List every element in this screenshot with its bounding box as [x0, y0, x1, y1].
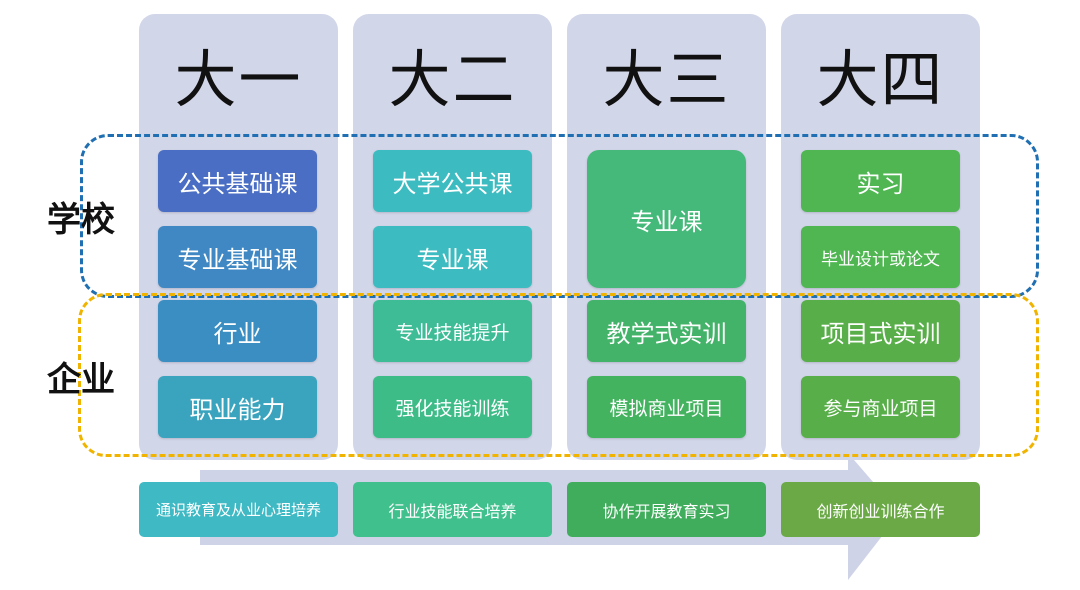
year-title-3: 大三: [602, 43, 731, 116]
row-label-enterprise: 企业: [47, 360, 115, 400]
enterprise-box-4-1: 项目式实训: [801, 300, 960, 362]
stage-box-4: 创新创业训练合作: [781, 482, 980, 537]
school-box-3-1: 专业课: [587, 150, 746, 288]
year-title-4: 大四: [816, 43, 945, 116]
enterprise-box-3-2: 模拟商业项目: [587, 376, 746, 438]
enterprise-box-1-2: 职业能力: [158, 376, 317, 438]
row-label-school: 学校: [47, 200, 115, 240]
stage-box-2: 行业技能联合培养: [353, 482, 552, 537]
school-box-4-2: 毕业设计或论文: [801, 226, 960, 288]
enterprise-box-2-2: 强化技能训练: [373, 376, 532, 438]
school-box-2-2: 专业课: [373, 226, 532, 288]
year-title-2: 大二: [388, 43, 517, 116]
enterprise-box-1-1: 行业: [158, 300, 317, 362]
enterprise-box-2-1: 专业技能提升: [373, 300, 532, 362]
year-title-1: 大一: [174, 43, 303, 116]
enterprise-box-4-2: 参与商业项目: [801, 376, 960, 438]
stage-box-1: 通识教育及从业心理培养: [139, 482, 338, 537]
school-box-1-2: 专业基础课: [158, 226, 317, 288]
school-box-4-1: 实习: [801, 150, 960, 212]
stage-box-3: 协作开展教育实习: [567, 482, 766, 537]
school-box-1-1: 公共基础课: [158, 150, 317, 212]
school-box-2-1: 大学公共课: [373, 150, 532, 212]
enterprise-box-3-1: 教学式实训: [587, 300, 746, 362]
